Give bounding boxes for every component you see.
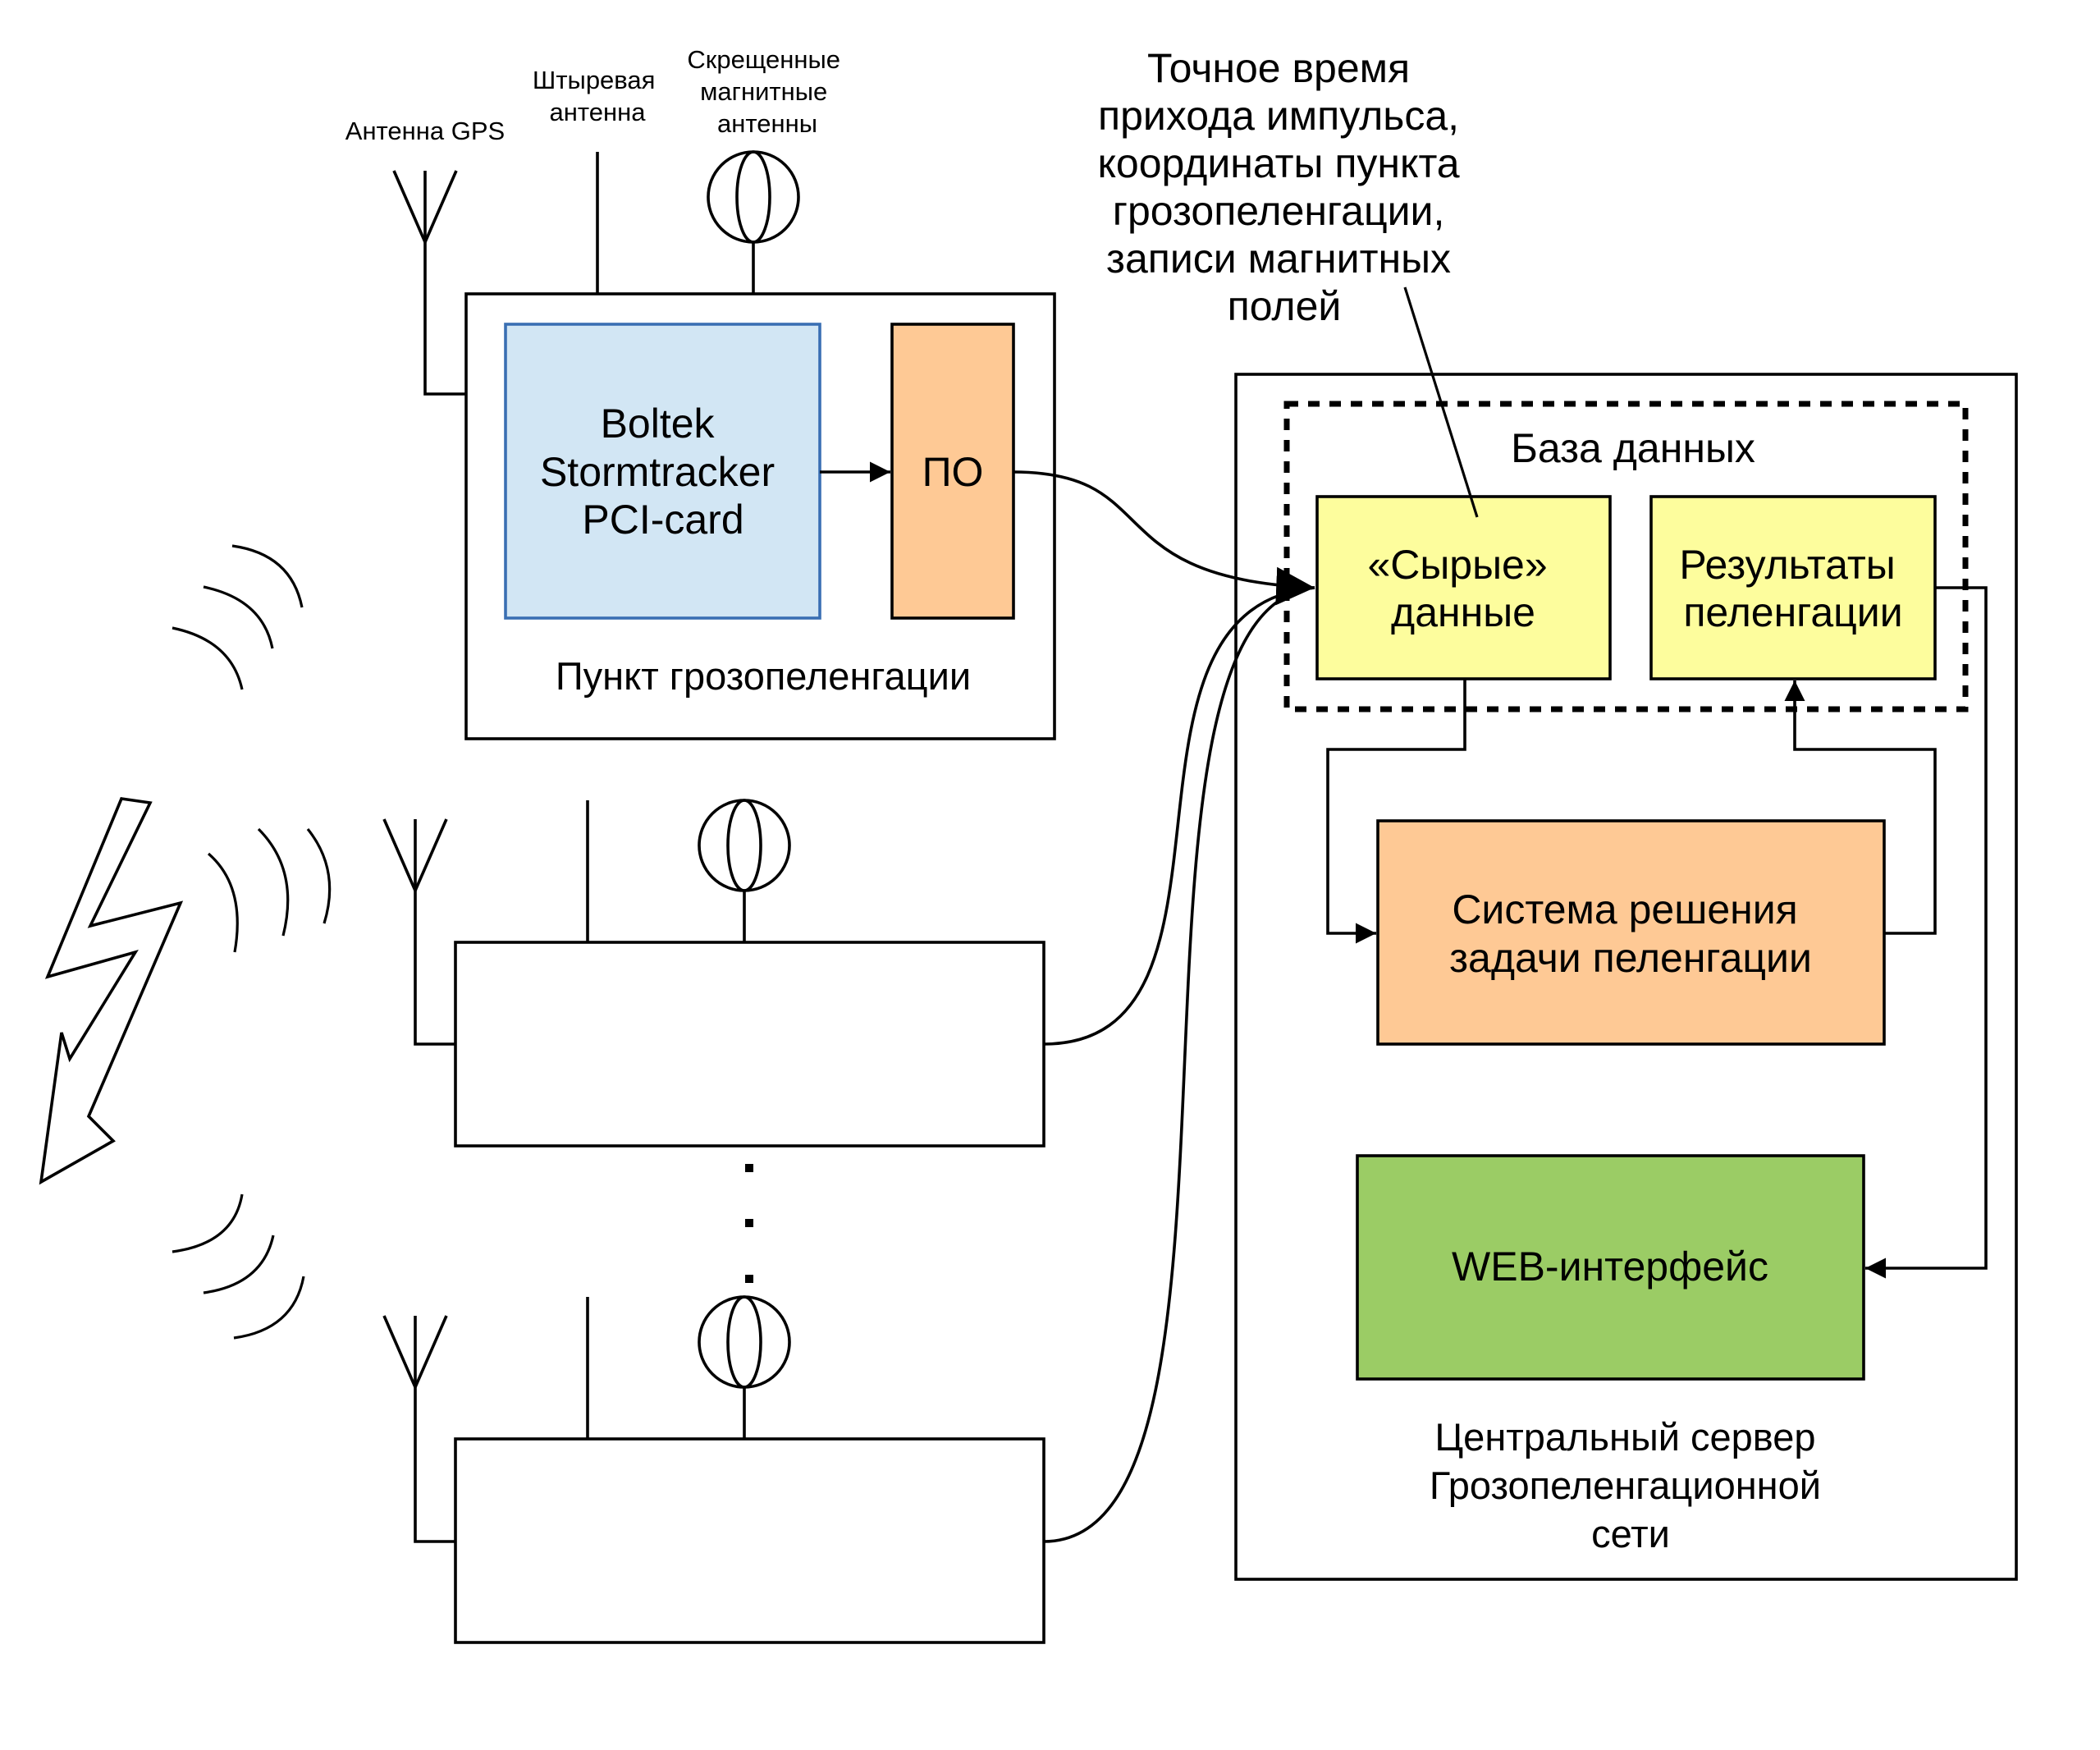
annotation-pointer-line <box>1403 286 1479 518</box>
station-1-to-raw-data-link <box>1013 470 1315 606</box>
crossed-magnetic-antenna-icon <box>698 1295 791 1439</box>
raw-data-box <box>1315 495 1612 680</box>
web-interface-box <box>1356 1154 1865 1381</box>
raw-data-to-solver-arrow <box>1326 679 1466 944</box>
station-1-caption: Пункт грозопеленгации <box>556 654 971 698</box>
results-to-web-arrow <box>1865 586 1988 1279</box>
station-2-box <box>454 941 1045 1148</box>
crossed-magnetic-antenna-icon <box>698 799 791 942</box>
central-server-caption: Центральный сервер Грозопеленгационной с… <box>1430 1415 1832 1555</box>
gps-antenna-icon <box>382 818 455 1046</box>
solver-to-results-arrow <box>1784 680 1937 935</box>
station-3-to-raw-data-link <box>1043 586 1315 1543</box>
raw-data-label: «Сырые» данные <box>1367 542 1558 635</box>
station-3-box <box>454 1437 1045 1644</box>
database-boundary <box>1283 401 1969 712</box>
magnetic-antenna-label: Скрещенные магнитные антенны <box>687 45 847 138</box>
database-label: База данных <box>1511 425 1755 471</box>
whip-antenna-label: Штыревая антенна <box>533 66 662 126</box>
gps-antenna-label: Антенна GPS <box>345 117 505 145</box>
software-box <box>890 323 1015 620</box>
results-label: Результаты пеленгации <box>1679 542 1906 635</box>
radio-waves-icon <box>172 544 332 1340</box>
more-stations-ellipsis <box>745 1164 753 1283</box>
station-2-to-raw-data-link <box>1043 586 1315 1046</box>
solver-box <box>1376 819 1886 1046</box>
software-label: ПО <box>922 449 984 495</box>
web-interface-label: WEB-интерфейс <box>1452 1244 1768 1290</box>
boltek-card-label: Boltek Stormtracker PCI-card <box>540 401 786 543</box>
boltek-card-box <box>504 323 821 620</box>
solver-label: Система решения задачи пеленгации <box>1449 886 1812 981</box>
annotation-text: Точное время прихода импульса, координат… <box>1097 45 1471 329</box>
gps-antenna-icon <box>382 1315 455 1543</box>
lightning-bolt-icon <box>39 797 184 1185</box>
results-box <box>1649 495 1937 680</box>
